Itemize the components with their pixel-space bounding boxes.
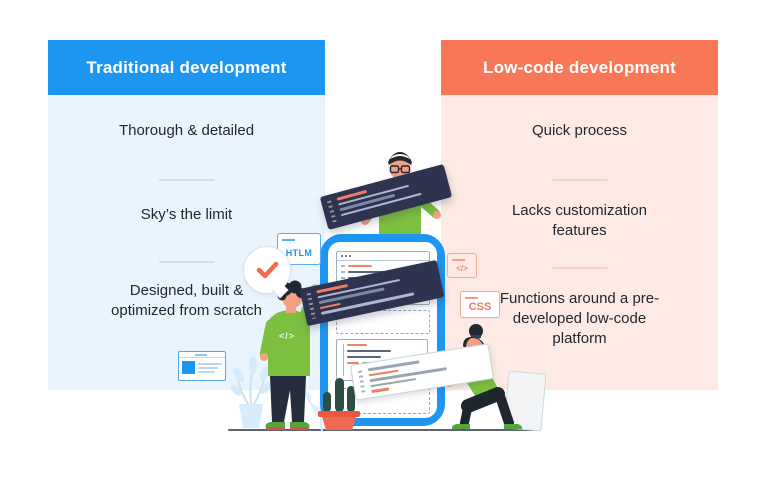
lowcode-item-platform: Functions around a pre-developed low-cod… bbox=[499, 290, 660, 348]
chest-code-symbol: </> bbox=[278, 331, 295, 341]
lowcode-item-quick: Quick process bbox=[531, 122, 628, 139]
traditional-item-limit: Sky’s the limit bbox=[140, 206, 233, 223]
divider bbox=[158, 261, 215, 263]
check-speech-bubble bbox=[243, 246, 291, 299]
code-window-badge: </> bbox=[447, 253, 477, 278]
low-code-development-title: Low-code development bbox=[483, 57, 676, 77]
lowcode-item-customization: Lacks customization features bbox=[511, 202, 648, 240]
divider bbox=[158, 179, 215, 181]
cactus-pot-illustration bbox=[318, 378, 360, 430]
window-titlebar-line bbox=[282, 239, 295, 241]
placeholder-block bbox=[336, 310, 430, 334]
traditional-development-body: Thorough & detailed Sky’s the limit Desi… bbox=[48, 95, 325, 390]
low-code-development-panel: Low-code development Quick process Lacks… bbox=[441, 40, 718, 390]
traditional-item-thorough: Thorough & detailed bbox=[118, 122, 255, 139]
webpage-card-image-block bbox=[182, 361, 195, 374]
window-dots-icon bbox=[337, 252, 429, 261]
ground-line bbox=[228, 429, 540, 431]
webpage-card-content bbox=[179, 358, 225, 377]
traditional-item-scratch: Designed, built & optimized from scratch bbox=[111, 282, 262, 320]
htlm-badge-label: HTLM bbox=[285, 248, 313, 258]
webpage-card-text-lines bbox=[198, 361, 222, 374]
low-code-development-header: Low-code development bbox=[441, 40, 718, 95]
traditional-development-title: Traditional development bbox=[86, 57, 287, 77]
css-badge-label: CSS bbox=[468, 301, 492, 313]
code-badge-label: </> bbox=[456, 264, 468, 273]
low-code-development-body: Quick process Lacks customization featur… bbox=[441, 95, 718, 390]
webpage-card-titlebar bbox=[179, 352, 225, 358]
standing-developer-illustration bbox=[259, 280, 320, 430]
divider bbox=[551, 179, 608, 181]
window-titlebar-line bbox=[452, 259, 465, 261]
divider bbox=[551, 267, 608, 269]
css-window-badge: CSS bbox=[460, 291, 500, 318]
traditional-development-header: Traditional development bbox=[48, 40, 325, 95]
blue-plant-vase-illustration bbox=[230, 356, 272, 428]
check-icon bbox=[256, 261, 279, 279]
webpage-card-icon bbox=[178, 351, 226, 381]
traditional-development-panel: Traditional development Thorough & detai… bbox=[48, 40, 325, 390]
window-titlebar-line bbox=[465, 297, 478, 299]
